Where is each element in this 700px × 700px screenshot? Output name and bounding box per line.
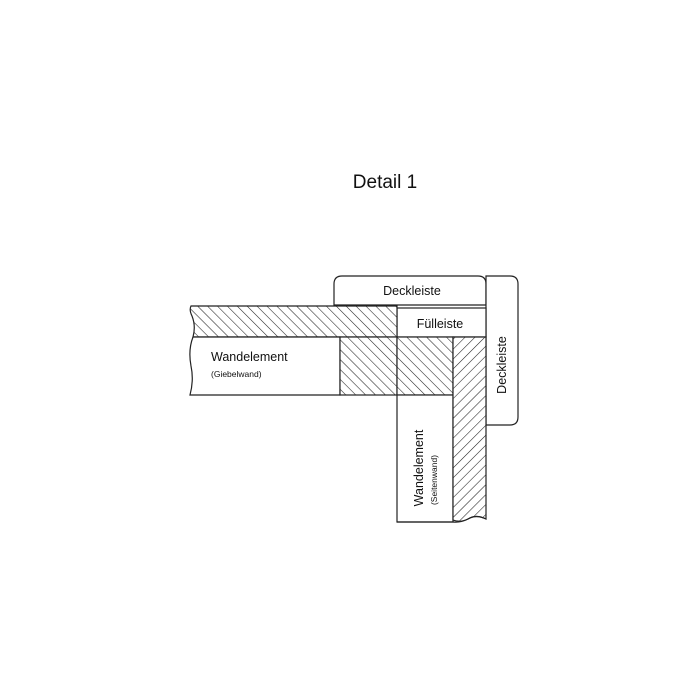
gable-wall-top-layer bbox=[189, 305, 398, 338]
gable-wall-body bbox=[189, 336, 341, 396]
filler-strip-label: Fülleiste bbox=[417, 317, 464, 331]
side-wall-label: Wandelement bbox=[412, 429, 426, 506]
side-wall-outer-layer bbox=[452, 336, 487, 522]
gable-wall-end-block bbox=[339, 336, 398, 396]
top-cover-strip-label: Deckleiste bbox=[383, 284, 441, 298]
side-cover-strip-label: Deckleiste bbox=[495, 336, 509, 394]
side-cover-strip bbox=[485, 275, 519, 426]
side-wall-break-line bbox=[397, 515, 487, 523]
corner-block bbox=[396, 336, 454, 396]
filler-strip bbox=[396, 307, 487, 338]
side-wall-note: (Seitenwand) bbox=[429, 455, 439, 505]
gable-wall-note: (Giebelwand) bbox=[211, 369, 262, 379]
drawing-title: Detail 1 bbox=[353, 172, 417, 193]
gable-wall-label: Wandelement bbox=[211, 350, 288, 364]
